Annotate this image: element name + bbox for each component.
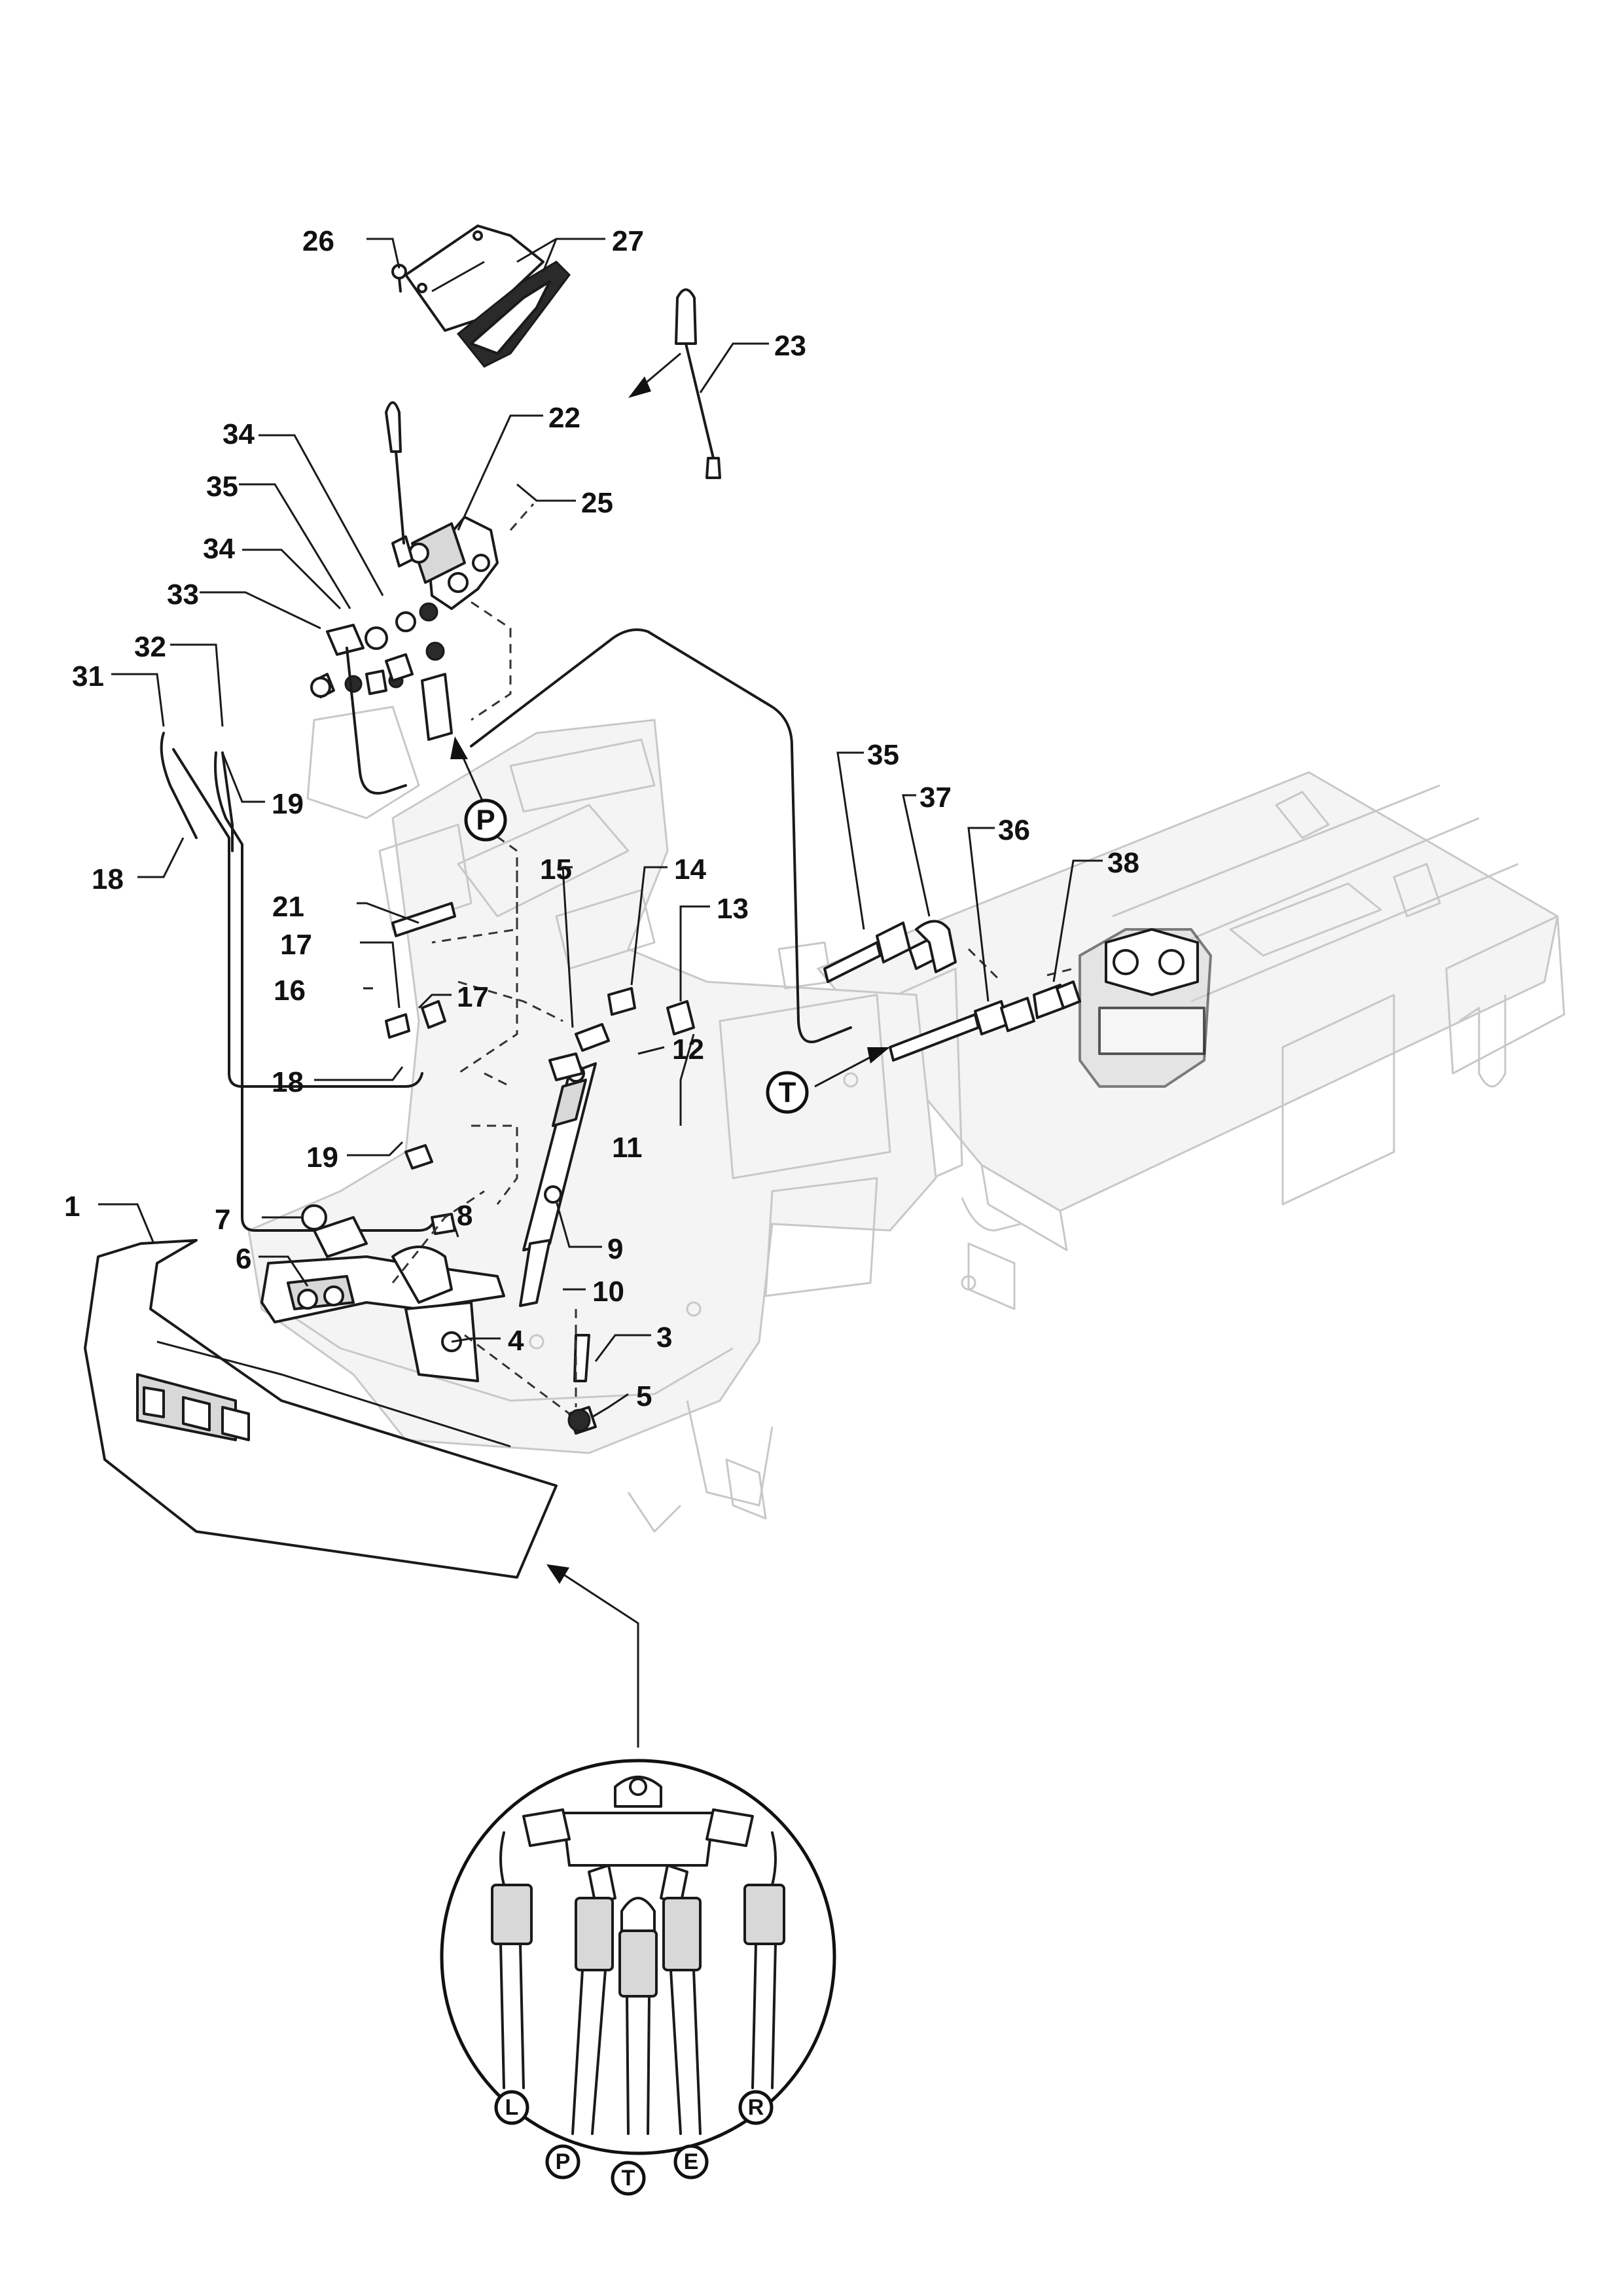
callout-35-right: 35: [867, 739, 899, 771]
callout-leaders: [98, 238, 1103, 1418]
detail-port-t: T: [622, 2166, 635, 2191]
control-panel-cover: [404, 224, 571, 368]
callout-34-upper: 34: [223, 418, 255, 450]
detail-port-l: L: [505, 2095, 519, 2120]
callout-17-right: 17: [457, 981, 489, 1013]
callout-17-left: 17: [280, 929, 312, 961]
lever-23: [675, 288, 721, 479]
callout-37: 37: [919, 781, 952, 814]
hydraulic-cylinder: [519, 1062, 597, 1307]
callout-7: 7: [215, 1204, 230, 1236]
callout-38: 38: [1107, 847, 1139, 879]
callout-5: 5: [636, 1380, 652, 1412]
control-lever: [385, 401, 405, 545]
callout-26: 26: [302, 225, 334, 257]
callout-12: 12: [672, 1033, 704, 1066]
callout-31: 31: [72, 660, 104, 692]
callout-18-upper: 18: [92, 863, 124, 895]
hydraulic-pump: [1079, 928, 1212, 1088]
callout-6: 6: [236, 1243, 251, 1275]
callout-23: 23: [774, 330, 806, 362]
callout-4: 4: [508, 1325, 524, 1357]
port-label-p: P: [476, 804, 495, 836]
small-parts: [301, 902, 695, 1435]
callout-13: 13: [717, 893, 749, 925]
callout-18-lower: 18: [272, 1066, 304, 1098]
hydraulic-hoses: [160, 628, 1081, 1232]
direction-arrows: [450, 352, 890, 1748]
callout-15: 15: [540, 853, 572, 886]
detail-port-e: E: [684, 2149, 699, 2174]
callout-34-lower: 34: [203, 533, 235, 565]
callout-36: 36: [998, 814, 1030, 846]
callout-21: 21: [272, 891, 304, 923]
callout-27: 27: [612, 225, 644, 257]
callout-14: 14: [674, 853, 706, 886]
callout-9: 9: [607, 1233, 623, 1265]
callout-22: 22: [548, 402, 580, 434]
dashed-assembly-lines: [391, 503, 1074, 1415]
callout-25: 25: [581, 487, 613, 519]
port-marker-t: T: [766, 1071, 809, 1114]
callout-19-lower: 19: [306, 1141, 338, 1174]
callout-33: 33: [167, 579, 199, 611]
screw-26: [391, 264, 407, 293]
detail-view: L P T E R: [440, 1759, 836, 2196]
callout-35-left: 35: [206, 471, 238, 503]
detail-port-p: P: [556, 2149, 571, 2174]
callout-labels: 1 3 4 5 6 7 8 9 10 11 12 13 14 15 16 17 …: [64, 225, 1139, 1412]
fittings-group: [310, 602, 453, 741]
control-valve: [391, 516, 499, 610]
tractor-frame-ghost: [247, 706, 1565, 1533]
callout-3: 3: [656, 1321, 672, 1354]
detail-port-r: R: [748, 2095, 764, 2120]
front-bumper: [84, 1239, 558, 1579]
callout-10: 10: [592, 1276, 624, 1308]
callout-8: 8: [457, 1200, 473, 1232]
callout-16: 16: [274, 975, 306, 1007]
callout-1: 1: [64, 1191, 80, 1223]
callout-19-upper: 19: [272, 788, 304, 820]
port-label-t: T: [779, 1077, 796, 1109]
callout-11: 11: [612, 1132, 643, 1164]
port-marker-p: P: [464, 798, 507, 842]
callout-32: 32: [134, 631, 166, 663]
